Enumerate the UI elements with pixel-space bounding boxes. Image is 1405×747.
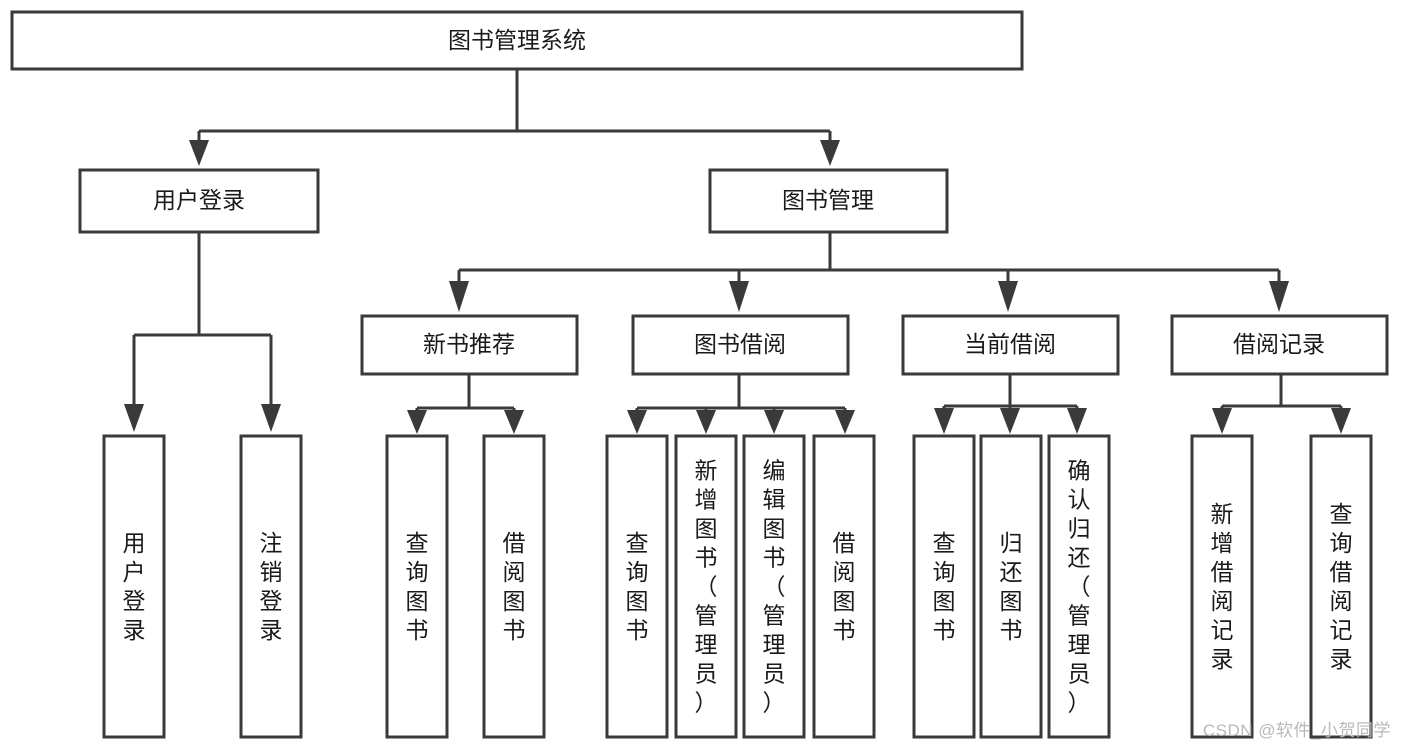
node-leaf-borrow-book-box[interactable] bbox=[812, 434, 876, 739]
node-book-management[interactable]: 图书管理 bbox=[708, 168, 949, 234]
arrow-head-current-borrow bbox=[998, 281, 1018, 312]
node-root[interactable]: 图书管理系统 bbox=[10, 10, 1024, 71]
node-leaf-query-book-borrow-box[interactable] bbox=[605, 434, 669, 739]
arrow-head-leaf-query-book-recommend bbox=[407, 410, 427, 434]
node-leaf-query-book-recommend[interactable]: 查询图书 bbox=[385, 434, 449, 739]
node-leaf-query-book-current-box[interactable] bbox=[912, 434, 976, 739]
node-leaf-return-book-label: 归还图书 bbox=[1000, 530, 1023, 643]
node-leaf-query-borrow-record[interactable]: 查询借阅记录 bbox=[1309, 434, 1373, 739]
node-leaf-edit-book-box[interactable] bbox=[742, 434, 806, 739]
arrow-head-leaf-user-login bbox=[124, 404, 144, 432]
node-leaf-query-book-recommend-box[interactable] bbox=[385, 434, 449, 739]
node-current-borrow-label: 当前借阅 bbox=[964, 331, 1056, 357]
node-user-login-label: 用户登录 bbox=[153, 187, 245, 213]
arrow-head-book-management bbox=[820, 140, 840, 166]
node-leaf-query-borrow-record-label: 查询借阅记录 bbox=[1330, 501, 1353, 672]
node-leaf-logout-label: 注销登录 bbox=[260, 530, 283, 643]
arrow-head-book-borrow bbox=[729, 281, 749, 312]
connectors-book-management-to-level3 bbox=[449, 232, 1289, 312]
node-leaf-add-book-box[interactable] bbox=[674, 434, 738, 739]
node-new-book-recommend[interactable]: 新书推荐 bbox=[360, 314, 579, 376]
node-user-login-box[interactable] bbox=[78, 168, 320, 234]
arrow-head-leaf-query-book-borrow bbox=[627, 410, 647, 434]
node-leaf-user-login-label: 用户登录 bbox=[123, 530, 146, 643]
node-leaf-logout-box[interactable] bbox=[239, 434, 303, 739]
node-leaf-edit-book-label: 编辑图书（管理员） bbox=[763, 458, 786, 716]
node-book-borrow-box[interactable] bbox=[631, 314, 850, 376]
leaf-nodes-layer: 用户登录 注销登录 查询图书 借阅图书 查询图书 新增图书（管理员） 编辑图书（管理员） 借阅… bbox=[102, 434, 1373, 739]
arrow-head-leaf-add-book bbox=[696, 410, 716, 434]
node-leaf-add-borrow-record[interactable]: 新增借阅记录 bbox=[1190, 434, 1254, 739]
connectors-user-login-to-leaves bbox=[124, 232, 281, 432]
arrow-head-new-book-recommend bbox=[449, 281, 469, 312]
arrow-head-leaf-query-book-current bbox=[934, 408, 954, 434]
node-leaf-return-book[interactable]: 归还图书 bbox=[979, 434, 1043, 739]
node-leaf-user-login-box[interactable] bbox=[102, 434, 166, 739]
node-leaf-borrow-book-recommend[interactable]: 借阅图书 bbox=[482, 434, 546, 739]
node-leaf-query-book-current-label: 查询图书 bbox=[933, 530, 956, 643]
node-book-management-label: 图书管理 bbox=[782, 187, 874, 213]
connectors-book-borrow-to-leaves bbox=[627, 374, 855, 434]
connectors-root-to-level2 bbox=[189, 69, 840, 166]
node-current-borrow[interactable]: 当前借阅 bbox=[901, 314, 1120, 376]
arrow-head-leaf-borrow-book bbox=[835, 410, 855, 434]
arrow-head-leaf-query-borrow-record bbox=[1331, 408, 1351, 434]
node-leaf-query-borrow-record-box[interactable] bbox=[1309, 434, 1373, 739]
node-leaf-borrow-book-recommend-label: 借阅图书 bbox=[503, 530, 526, 643]
node-leaf-add-borrow-record-box[interactable] bbox=[1190, 434, 1254, 739]
node-leaf-edit-book[interactable]: 编辑图书（管理员） bbox=[742, 434, 806, 739]
connectors-borrow-record-to-leaves bbox=[1212, 374, 1351, 434]
arrow-head-leaf-confirm-return bbox=[1067, 408, 1087, 434]
node-leaf-add-book[interactable]: 新增图书（管理员） bbox=[674, 434, 738, 739]
connectors-current-borrow-to-leaves bbox=[934, 374, 1087, 434]
node-leaf-add-borrow-record-label: 新增借阅记录 bbox=[1211, 501, 1234, 672]
arrow-head-user-login bbox=[189, 140, 209, 166]
node-user-login[interactable]: 用户登录 bbox=[78, 168, 320, 234]
node-borrow-record-label: 借阅记录 bbox=[1233, 331, 1325, 357]
node-leaf-user-login[interactable]: 用户登录 bbox=[102, 434, 166, 739]
node-book-management-box[interactable] bbox=[708, 168, 949, 234]
node-leaf-return-book-box[interactable] bbox=[979, 434, 1043, 739]
node-leaf-confirm-return[interactable]: 确认归还（管理员） bbox=[1047, 434, 1111, 739]
node-new-book-recommend-label: 新书推荐 bbox=[423, 331, 515, 357]
connectors-new-book-recommend-to-leaves bbox=[407, 374, 524, 434]
node-root-box[interactable] bbox=[10, 10, 1024, 71]
arrow-head-leaf-add-borrow-record bbox=[1212, 408, 1232, 434]
node-leaf-borrow-book[interactable]: 借阅图书 bbox=[812, 434, 876, 739]
arrow-head-leaf-logout bbox=[261, 404, 281, 432]
node-borrow-record[interactable]: 借阅记录 bbox=[1170, 314, 1389, 376]
node-leaf-query-book-current[interactable]: 查询图书 bbox=[912, 434, 976, 739]
arrow-head-leaf-edit-book bbox=[764, 410, 784, 434]
node-leaf-query-book-recommend-label: 查询图书 bbox=[406, 530, 429, 643]
node-current-borrow-box[interactable] bbox=[901, 314, 1120, 376]
node-leaf-confirm-return-box[interactable] bbox=[1047, 434, 1111, 739]
node-leaf-query-book-borrow-label: 查询图书 bbox=[626, 530, 649, 643]
arrow-head-leaf-return-book bbox=[1000, 408, 1020, 434]
node-leaf-logout[interactable]: 注销登录 bbox=[239, 434, 303, 739]
node-book-borrow[interactable]: 图书借阅 bbox=[631, 314, 850, 376]
node-leaf-add-book-label: 新增图书（管理员） bbox=[695, 458, 718, 716]
node-leaf-confirm-return-label: 确认归还（管理员） bbox=[1068, 458, 1091, 716]
node-leaf-borrow-book-label: 借阅图书 bbox=[833, 530, 856, 643]
node-root-label: 图书管理系统 bbox=[448, 27, 586, 53]
arrow-head-leaf-borrow-book-recommend bbox=[504, 410, 524, 434]
arrow-head-borrow-record bbox=[1269, 281, 1289, 312]
node-leaf-query-book-borrow[interactable]: 查询图书 bbox=[605, 434, 669, 739]
node-book-borrow-label: 图书借阅 bbox=[694, 331, 786, 357]
node-new-book-recommend-box[interactable] bbox=[360, 314, 579, 376]
node-leaf-borrow-book-recommend-box[interactable] bbox=[482, 434, 546, 739]
node-borrow-record-box[interactable] bbox=[1170, 314, 1389, 376]
